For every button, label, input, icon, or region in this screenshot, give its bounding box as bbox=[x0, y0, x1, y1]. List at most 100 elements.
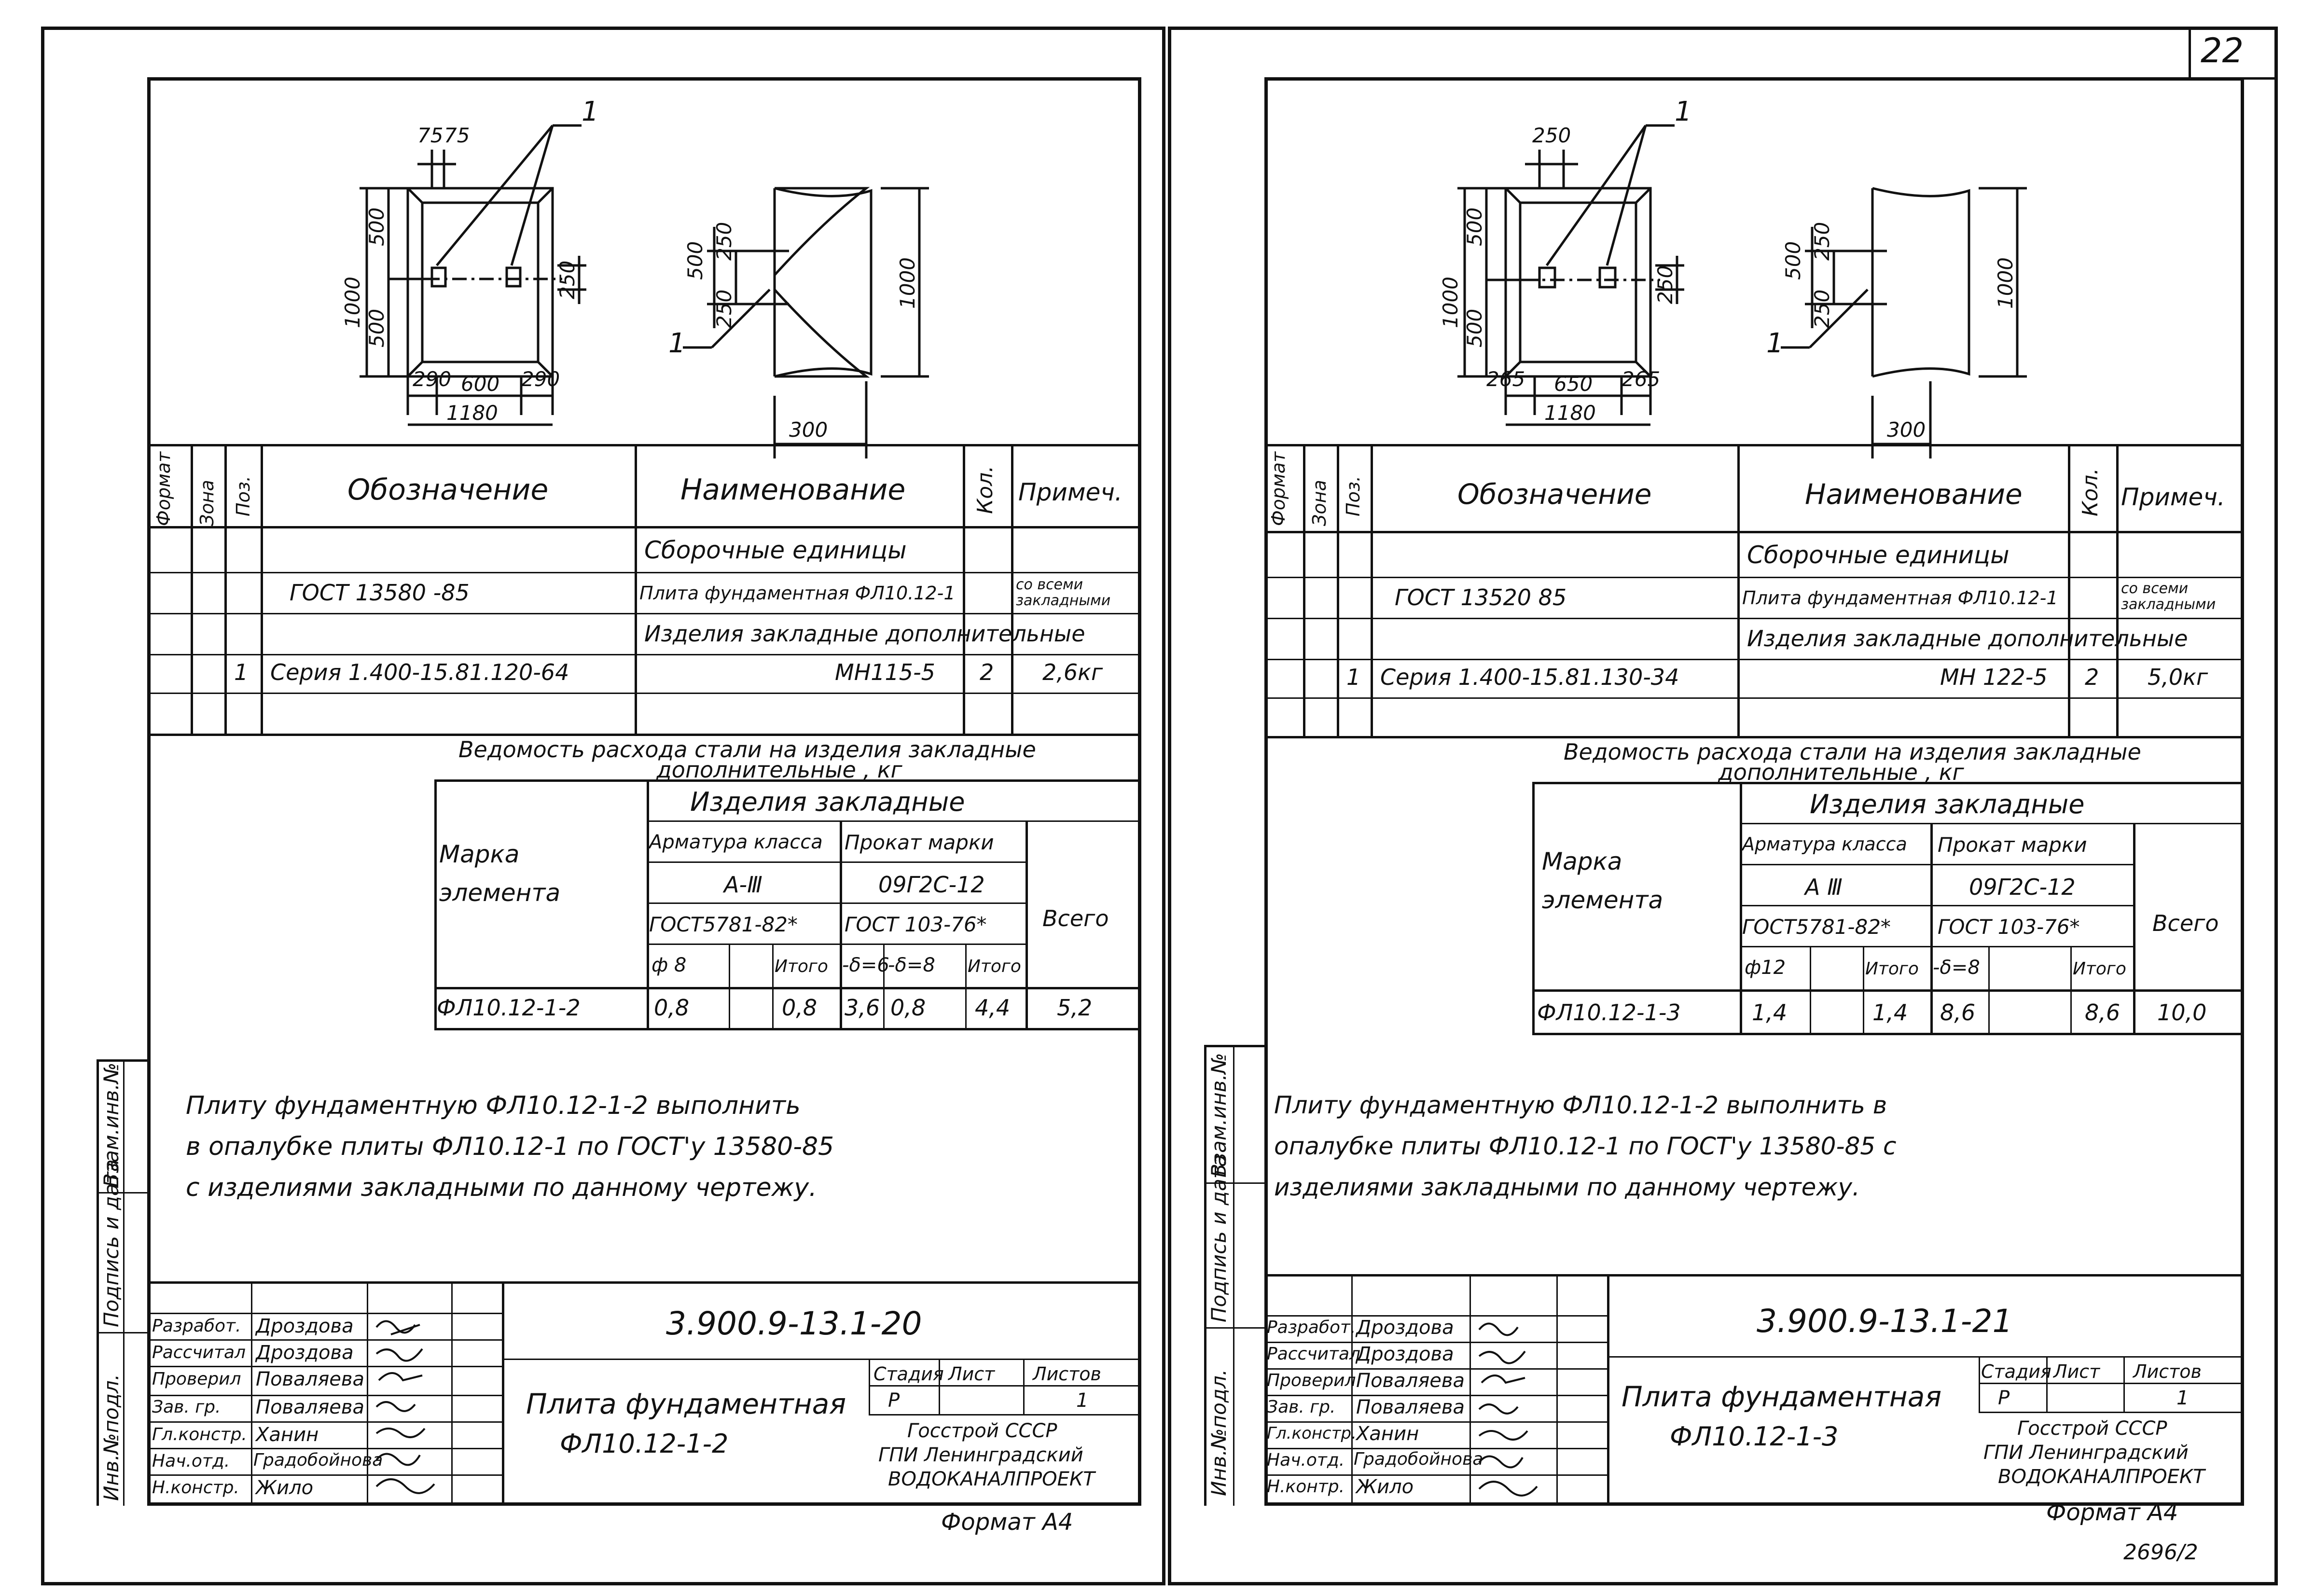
steel-row-v4: 0,8 bbox=[890, 995, 926, 1021]
left-note-line-2: в опалубке плиты ФЛ10.12-1 по ГОСТ'у 135… bbox=[186, 1132, 834, 1161]
tb-org-2: ГПИ Ленинградский bbox=[878, 1444, 1083, 1466]
steel-row-v2: 0,8 bbox=[782, 995, 818, 1021]
line bbox=[147, 444, 1141, 446]
line bbox=[635, 444, 637, 734]
line bbox=[1863, 946, 1864, 1033]
dim-265a: 265 bbox=[1486, 367, 1525, 391]
tb-name-0: Дроздова bbox=[256, 1315, 354, 1337]
hdr-note: Примеч. bbox=[2121, 483, 2225, 511]
right-note-line-1: Плиту фундаментную ФЛ10.12-1-2 выполнить… bbox=[1274, 1091, 1887, 1119]
tb-sheet-label: Лист bbox=[2053, 1361, 2100, 1382]
hdr-name: Наименование bbox=[1805, 478, 2023, 511]
line bbox=[1264, 1368, 1607, 1370]
steel-mark-label: Марка элемента bbox=[1542, 847, 1663, 914]
line bbox=[502, 1281, 504, 1506]
tb-name-line-1: Плита фундаментная bbox=[526, 1388, 846, 1420]
side-250b: 250 bbox=[712, 290, 736, 328]
steel-rebar-gost: ГОСТ5781-82* bbox=[649, 913, 798, 936]
callout-1: 1 bbox=[1675, 96, 1692, 127]
line bbox=[1204, 1045, 1206, 1506]
dim-500b: 500 bbox=[1463, 309, 1486, 347]
side-300: 300 bbox=[789, 418, 828, 442]
stamp-replace: Взам.инв.№ bbox=[99, 1062, 123, 1187]
line bbox=[147, 654, 1141, 655]
line bbox=[147, 1281, 1141, 1284]
tb-sheet-label: Лист bbox=[948, 1363, 995, 1385]
left-inner-frame bbox=[147, 77, 1141, 1506]
callout-1: 1 bbox=[582, 96, 599, 127]
steel-row-v2: 1,4 bbox=[1872, 999, 1908, 1026]
tb-role-3: Зав. гр. bbox=[1267, 1397, 1336, 1417]
hdr-zone: Зона bbox=[196, 480, 218, 526]
line bbox=[451, 1281, 453, 1506]
line bbox=[147, 1474, 502, 1476]
line bbox=[147, 572, 1141, 573]
line bbox=[1264, 736, 2244, 738]
line bbox=[1264, 1421, 1607, 1423]
hdr-designation: Обозначение bbox=[347, 473, 549, 507]
hdr-format: Формат bbox=[1268, 451, 1289, 526]
line bbox=[1737, 444, 1740, 736]
dim-1000: 1000 bbox=[1439, 277, 1462, 328]
callout-1-side: 1 bbox=[668, 328, 686, 359]
tb-role-2: Проверил bbox=[152, 1369, 241, 1389]
line bbox=[1979, 1383, 2244, 1384]
line bbox=[1303, 444, 1305, 736]
line bbox=[1264, 1474, 1607, 1476]
tb-role-1: Рассчитал bbox=[1267, 1344, 1361, 1364]
line bbox=[883, 944, 885, 1028]
line bbox=[97, 1192, 147, 1194]
line bbox=[1264, 697, 2244, 699]
dim-250-top: 250 bbox=[1532, 124, 1571, 147]
line bbox=[147, 613, 1141, 614]
tb-code: 3.900.9-13.1-20 bbox=[666, 1305, 922, 1342]
line bbox=[1556, 1274, 1558, 1506]
line bbox=[729, 944, 730, 1028]
tb-role-4: Гл.констр. bbox=[152, 1425, 247, 1444]
stamp-inv: Инв.№подл. bbox=[99, 1374, 123, 1501]
line bbox=[147, 1339, 502, 1341]
line bbox=[1740, 782, 1742, 1033]
line bbox=[1532, 1033, 2244, 1035]
side-300: 300 bbox=[1887, 418, 1926, 442]
tb-name-2: Поваляева bbox=[1356, 1370, 1465, 1392]
row2-name: Плита фундаментная ФЛ10.12-1 bbox=[1742, 587, 2058, 609]
hdr-designation: Обозначение bbox=[1457, 478, 1652, 511]
tb-name-1: Дроздова bbox=[256, 1342, 354, 1364]
steel-sub-3: -δ=6 bbox=[842, 954, 889, 976]
tb-sheets: 1 bbox=[2176, 1387, 2189, 1409]
left-note-line-3: с изделиями закладными по данному чертеж… bbox=[186, 1173, 817, 1202]
line bbox=[1469, 1274, 1471, 1506]
line bbox=[869, 1414, 1141, 1416]
dim-500a: 500 bbox=[1463, 208, 1486, 246]
line bbox=[2070, 946, 2072, 1033]
tb-name-line-2: ФЛ10.12-1-2 bbox=[560, 1429, 729, 1459]
tb-role-3: Зав. гр. bbox=[152, 1397, 221, 1417]
line bbox=[2068, 444, 2070, 736]
steel-rolled-gost: ГОСТ 103-76* bbox=[1938, 915, 2080, 939]
row2-name: Плита фундаментная ФЛ10.12-1 bbox=[639, 583, 956, 604]
hdr-pos: Поз. bbox=[1343, 475, 1364, 516]
line bbox=[1532, 989, 2244, 992]
tb-name-6: Жило bbox=[256, 1477, 314, 1499]
dim-500b: 500 bbox=[365, 309, 388, 347]
line bbox=[1740, 946, 2133, 947]
line bbox=[224, 444, 227, 734]
tb-org-1: Госстрой СССР bbox=[2017, 1417, 2167, 1440]
line bbox=[1810, 946, 1811, 1033]
line bbox=[1264, 577, 2244, 578]
line bbox=[434, 779, 1141, 782]
line bbox=[261, 444, 263, 734]
row4-designation: Серия 1.400-15.81.130-34 bbox=[1380, 664, 1679, 690]
steel-rebar-label: Арматура класса bbox=[649, 831, 823, 853]
left-note-line-1: Плиту фундаментную ФЛ10.12-1-2 выполнить bbox=[186, 1091, 801, 1120]
dim-290b: 290 bbox=[521, 367, 560, 391]
line bbox=[1740, 823, 2244, 824]
dim-265b: 265 bbox=[1622, 367, 1660, 391]
line bbox=[1607, 1274, 1609, 1506]
dim-1000: 1000 bbox=[341, 277, 364, 328]
steel-row-v3: 3,6 bbox=[845, 995, 880, 1021]
right-note-line-2: опалубке плиты ФЛ10.12-1 по ГОСТ'у 13580… bbox=[1274, 1132, 1897, 1160]
steel-group: Изделия закладные bbox=[690, 787, 965, 817]
line bbox=[123, 1059, 125, 1506]
